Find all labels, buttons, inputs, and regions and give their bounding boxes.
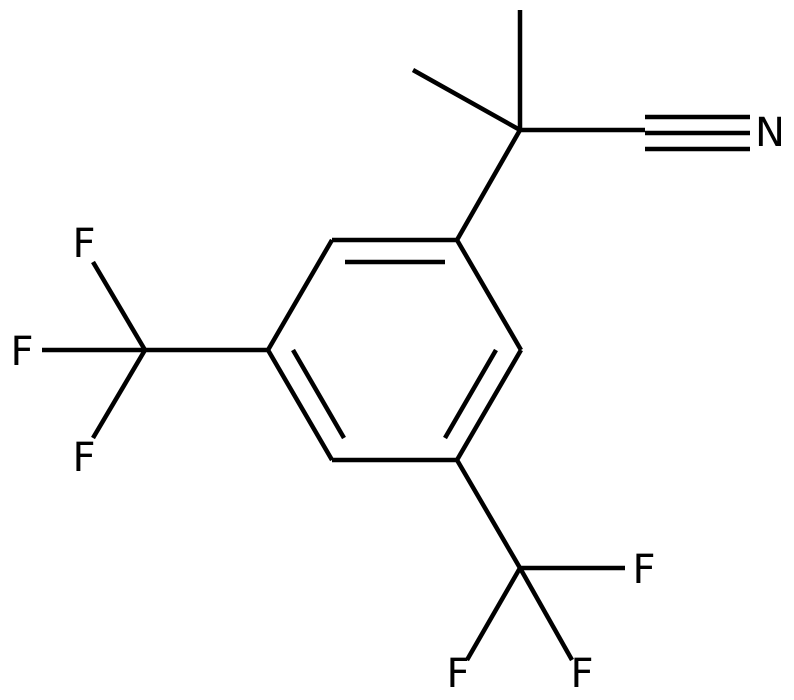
- fluorine-label-4: F: [632, 547, 655, 593]
- nitrogen-label: N: [755, 110, 785, 156]
- fluorine-label-5: F: [446, 651, 469, 697]
- cf-bond-left-up: [91, 260, 147, 352]
- fluorine-label-6: F: [570, 651, 593, 697]
- fluorine-label-1: F: [72, 221, 95, 267]
- benzene-ring: [266, 237, 523, 463]
- ring-attachment-bond: [455, 128, 522, 242]
- nitrile-triple-bond: [645, 114, 750, 152]
- cf-bond-bottom-down: [518, 566, 574, 662]
- cf-bond-bottom-left: [465, 566, 522, 662]
- cf3-bottom-attachment: [455, 458, 522, 570]
- fluorine-label-2: F: [10, 329, 33, 375]
- cf-bond-left-down: [91, 348, 147, 440]
- fluorine-label-3: F: [72, 435, 95, 481]
- methyl-bond-left: [411, 68, 522, 132]
